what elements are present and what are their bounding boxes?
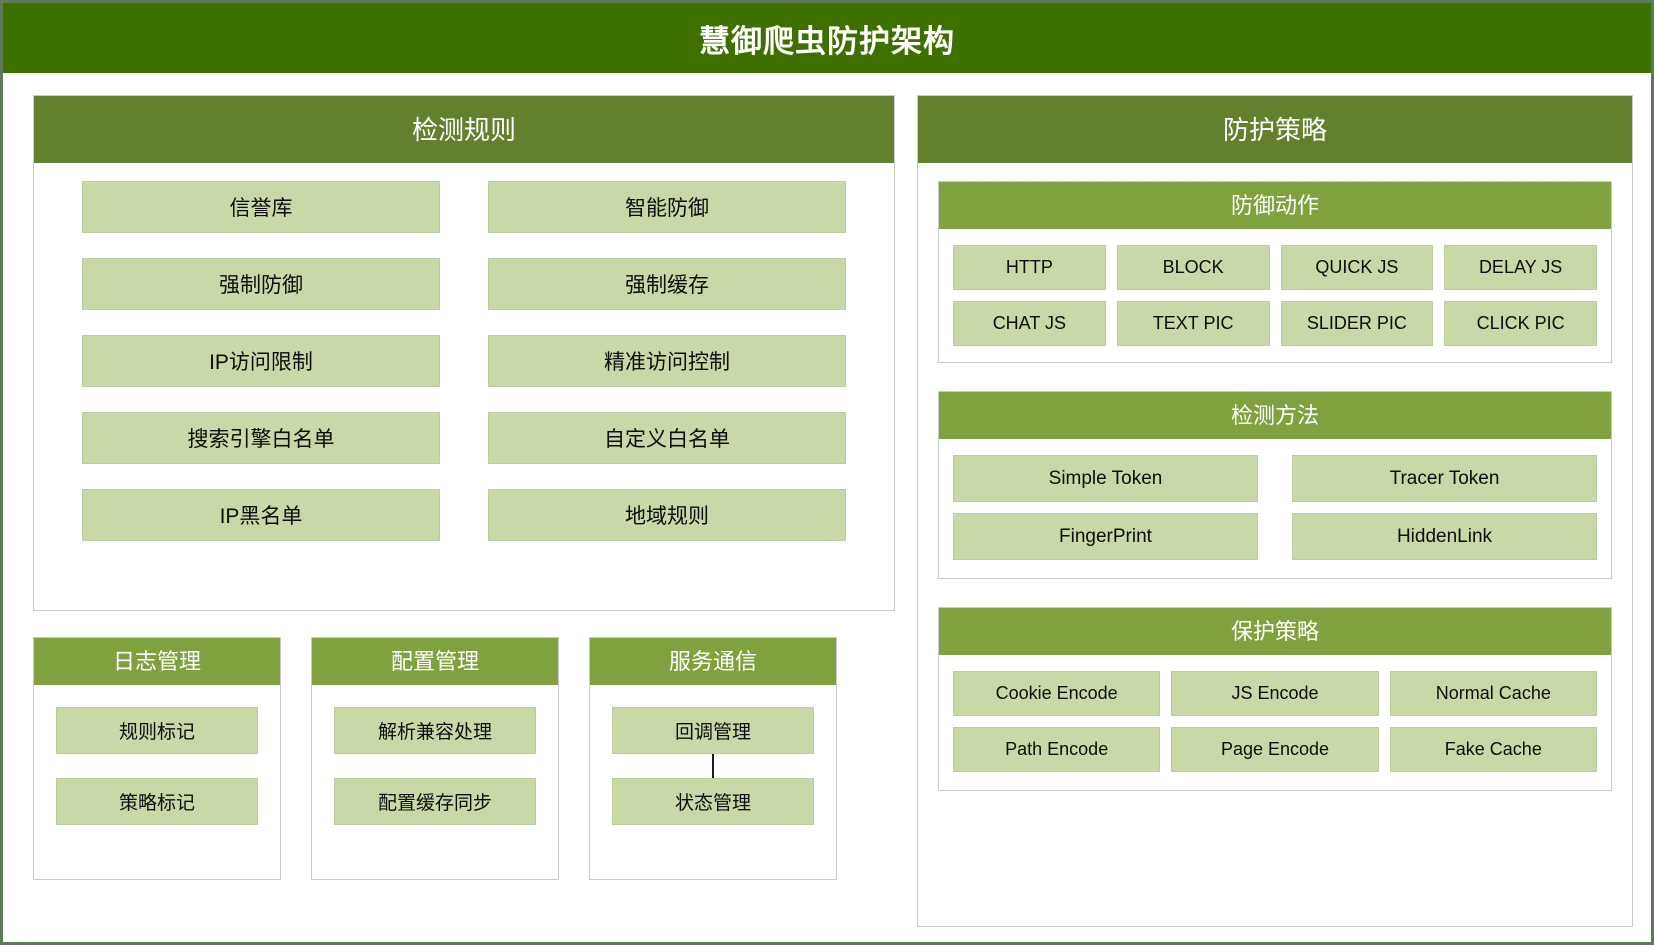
left-column: 检测规则 信誉库 智能防御 强制防御 强制缓存 IP访问限制 精准访问控制 搜索… [33, 95, 895, 927]
section-defense-actions-header: 防御动作 [939, 182, 1611, 229]
rule-item[interactable]: 自定义白名单 [488, 412, 846, 464]
rule-item[interactable]: 精准访问控制 [488, 335, 846, 387]
rule-item[interactable]: 地域规则 [488, 489, 846, 541]
rule-item[interactable]: IP访问限制 [82, 335, 440, 387]
panel-detection-rules-header: 检测规则 [34, 96, 894, 163]
rule-item[interactable]: 智能防御 [488, 181, 846, 233]
panel-service-communication: 服务通信 回调管理 状态管理 [589, 637, 837, 880]
protection-policy-item[interactable]: Fake Cache [1389, 727, 1597, 772]
page-title-bar: 慧御爬虫防护架构 [3, 3, 1651, 73]
rule-item[interactable]: IP黑名单 [82, 489, 440, 541]
defense-action-item[interactable]: CHAT JS [953, 301, 1106, 346]
diagram-body: 检测规则 信誉库 智能防御 强制防御 强制缓存 IP访问限制 精准访问控制 搜索… [3, 73, 1651, 942]
log-item[interactable]: 规则标记 [56, 707, 258, 754]
connector-line [712, 754, 714, 778]
config-item[interactable]: 解析兼容处理 [334, 707, 536, 754]
service-item[interactable]: 回调管理 [612, 707, 814, 754]
service-item[interactable]: 状态管理 [612, 778, 814, 825]
config-item[interactable]: 配置缓存同步 [334, 778, 536, 825]
defense-action-item[interactable]: TEXT PIC [1116, 301, 1270, 346]
detection-method-item[interactable]: FingerPrint [953, 513, 1258, 560]
protection-policy-item[interactable]: Page Encode [1171, 727, 1379, 772]
section-defense-actions: 防御动作 HTTP BLOCK QUICK JS DELAY JS CHAT J… [938, 181, 1612, 363]
protection-policy-item[interactable]: Path Encode [953, 727, 1161, 772]
protection-policy-item[interactable]: JS Encode [1171, 671, 1379, 716]
section-protection-policies-header: 保护策略 [939, 608, 1611, 655]
rule-item[interactable]: 强制防御 [82, 258, 440, 310]
section-protection-policies: 保护策略 Cookie Encode JS Encode Normal Cach… [938, 607, 1612, 791]
rule-item[interactable]: 信誉库 [82, 181, 440, 233]
panel-protection-strategy-body: 防御动作 HTTP BLOCK QUICK JS DELAY JS CHAT J… [918, 163, 1632, 926]
panel-config-management-header: 配置管理 [312, 638, 558, 685]
panel-config-management-body: 解析兼容处理 配置缓存同步 [312, 685, 558, 879]
log-item[interactable]: 策略标记 [56, 778, 258, 825]
defense-action-item[interactable]: BLOCK [1116, 245, 1270, 290]
defense-action-item[interactable]: DELAY JS [1444, 245, 1597, 290]
rule-item[interactable]: 搜索引擎白名单 [82, 412, 440, 464]
panel-service-communication-header: 服务通信 [590, 638, 836, 685]
panel-log-management-body: 规则标记 策略标记 [34, 685, 280, 879]
section-detection-methods: 检测方法 Simple Token Tracer Token FingerPri… [938, 391, 1612, 579]
section-protection-policies-body: Cookie Encode JS Encode Normal Cache Pat… [939, 655, 1611, 790]
defense-action-item[interactable]: QUICK JS [1280, 245, 1434, 290]
panel-detection-rules-body: 信誉库 智能防御 强制防御 强制缓存 IP访问限制 精准访问控制 搜索引擎白名单… [34, 163, 894, 610]
detection-method-item[interactable]: HiddenLink [1292, 513, 1597, 560]
detection-rules-grid: 信誉库 智能防御 强制防御 强制缓存 IP访问限制 精准访问控制 搜索引擎白名单… [54, 181, 874, 541]
panel-protection-strategy: 防护策略 防御动作 HTTP BLOCK QUICK JS DELAY JS C… [917, 95, 1633, 927]
panel-service-communication-body: 回调管理 状态管理 [590, 685, 836, 879]
defense-action-item[interactable]: SLIDER PIC [1280, 301, 1434, 346]
panel-log-management-header: 日志管理 [34, 638, 280, 685]
page-title: 慧御爬虫防护架构 [699, 23, 955, 59]
protection-policy-item[interactable]: Normal Cache [1389, 671, 1597, 716]
defense-action-item[interactable]: HTTP [953, 245, 1106, 290]
panel-config-management: 配置管理 解析兼容处理 配置缓存同步 [311, 637, 559, 880]
detection-method-item[interactable]: Tracer Token [1292, 455, 1597, 502]
right-column: 防护策略 防御动作 HTTP BLOCK QUICK JS DELAY JS C… [917, 95, 1633, 927]
defense-actions-grid: HTTP BLOCK QUICK JS DELAY JS CHAT JS TEX… [953, 245, 1597, 346]
panel-detection-rules: 检测规则 信誉库 智能防御 强制防御 强制缓存 IP访问限制 精准访问控制 搜索… [33, 95, 895, 611]
detection-method-item[interactable]: Simple Token [953, 455, 1258, 502]
panel-protection-strategy-header: 防护策略 [918, 96, 1632, 163]
protection-policy-item[interactable]: Cookie Encode [953, 671, 1161, 716]
section-detection-methods-header: 检测方法 [939, 392, 1611, 439]
mini-panel-row: 日志管理 规则标记 策略标记 配置管理 解析兼容处理 配置缓存同步 服务通信 [33, 637, 895, 880]
protection-policies-grid: Cookie Encode JS Encode Normal Cache Pat… [953, 671, 1597, 772]
detection-methods-grid: Simple Token Tracer Token FingerPrint Hi… [953, 455, 1597, 560]
section-defense-actions-body: HTTP BLOCK QUICK JS DELAY JS CHAT JS TEX… [939, 229, 1611, 362]
section-detection-methods-body: Simple Token Tracer Token FingerPrint Hi… [939, 439, 1611, 578]
panel-log-management: 日志管理 规则标记 策略标记 [33, 637, 281, 880]
rule-item[interactable]: 强制缓存 [488, 258, 846, 310]
defense-action-item[interactable]: CLICK PIC [1444, 301, 1597, 346]
